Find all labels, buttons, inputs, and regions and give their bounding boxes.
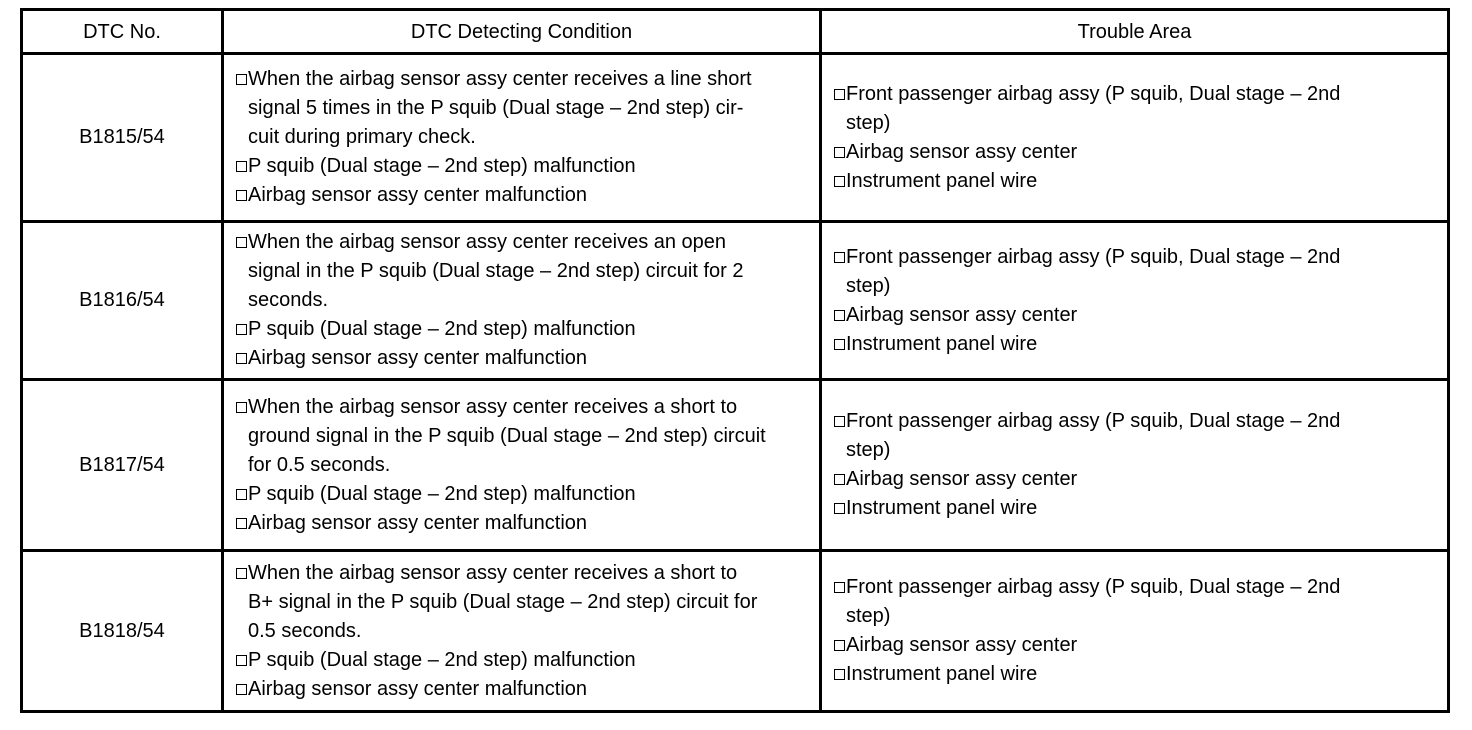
dtc-no-cell: B1815/54 (23, 55, 224, 220)
table-header-row: DTC No. DTC Detecting Condition Trouble … (23, 11, 1447, 55)
square-bullet-icon (236, 488, 247, 500)
table-row: B1817/54 When the airbag sensor assy cent… (23, 381, 1447, 552)
list-item: Airbag sensor assy center malfunction (236, 509, 815, 538)
dtc-number: B1816/54 (79, 289, 165, 311)
list-item: Front passenger airbag assy (P squib, Du… (834, 573, 1443, 631)
list-item-text: Airbag sensor assy center malfunction (248, 511, 588, 534)
list-item-text: Instrument panel wire (846, 497, 1038, 519)
list-item: Instrument panel wire (834, 330, 1443, 359)
list-item: When the airbag sensor assy center recei… (236, 228, 815, 315)
list-item: Airbag sensor assy center malfunction (236, 675, 815, 704)
square-bullet-icon (834, 338, 845, 350)
square-bullet-icon (834, 88, 845, 100)
list-item: Instrument panel wire (834, 660, 1443, 689)
list-item-text: When the airbag sensor assy center recei… (248, 561, 758, 642)
list-item: Airbag sensor assy center malfunction (236, 181, 815, 210)
header-trouble-area: Trouble Area (1077, 20, 1192, 43)
trouble-area-cell: Front passenger airbag assy (P squib, Du… (822, 381, 1447, 549)
dtc-detecting-condition-cell: When the airbag sensor assy center recei… (224, 55, 822, 220)
square-bullet-icon (834, 503, 845, 514)
square-bullet-icon (834, 146, 845, 158)
table-row: B1818/54 When the airbag sensor assy cent… (23, 552, 1447, 710)
list-item-text: Instrument panel wire (846, 663, 1038, 685)
list-item-text: Instrument panel wire (846, 332, 1038, 355)
square-bullet-icon (834, 251, 845, 263)
list-item: Airbag sensor assy center (834, 465, 1443, 494)
dtc-number: B1817/54 (79, 453, 165, 476)
list-item-text: Airbag sensor assy center (846, 468, 1078, 490)
list-item-text: P squib (Dual stage – 2nd step) malfunct… (248, 155, 636, 177)
square-bullet-icon (236, 654, 247, 666)
list-item-text: When the airbag sensor assy center recei… (248, 68, 752, 148)
square-bullet-icon (834, 175, 845, 187)
list-item-text: Front passenger airbag assy (P squib, Du… (846, 245, 1341, 297)
list-item: Instrument panel wire (834, 494, 1443, 523)
list-item-text: P squib (Dual stage – 2nd step) malfunct… (248, 482, 636, 505)
list-item-text: P squib (Dual stage – 2nd step) malfunct… (248, 318, 636, 340)
square-bullet-icon (834, 669, 845, 680)
list-item-text: Front passenger airbag assy (P squib, Du… (846, 82, 1341, 134)
list-item-text: P squib (Dual stage – 2nd step) malfunct… (248, 648, 636, 671)
list-item: Airbag sensor assy center malfunction (236, 344, 815, 373)
header-dtc-detecting-condition: DTC Detecting Condition (224, 11, 822, 52)
trouble-area-cell: Front passenger airbag assy (P squib, Du… (822, 552, 1447, 710)
list-item-text: Front passenger airbag assy (P squib, Du… (846, 576, 1341, 627)
list-item: Airbag sensor assy center (834, 631, 1443, 660)
square-bullet-icon (834, 309, 845, 321)
trouble-area-cell: Front passenger airbag assy (P squib, Du… (822, 223, 1447, 378)
list-item: P squib (Dual stage – 2nd step) malfunct… (236, 480, 815, 509)
dtc-number: B1818/54 (79, 619, 165, 642)
list-item: When the airbag sensor assy center recei… (236, 65, 815, 152)
square-bullet-icon (236, 237, 247, 248)
list-item: Front passenger airbag assy (P squib, Du… (834, 243, 1443, 301)
table-row: B1815/54 When the airbag sensor assy cent… (23, 55, 1447, 223)
square-bullet-icon (236, 353, 247, 364)
list-item: P squib (Dual stage – 2nd step) malfunct… (236, 646, 815, 675)
list-item-text: Airbag sensor assy center (846, 303, 1078, 326)
list-item: Instrument panel wire (834, 167, 1443, 196)
list-item-text: Instrument panel wire (846, 169, 1038, 192)
dtc-detecting-condition-cell: When the airbag sensor assy center recei… (224, 223, 822, 378)
square-bullet-icon (834, 582, 845, 593)
list-item: P squib (Dual stage – 2nd step) malfunct… (236, 152, 815, 181)
dtc-detecting-condition-cell: When the airbag sensor assy center recei… (224, 381, 822, 549)
square-bullet-icon (236, 401, 247, 413)
square-bullet-icon (236, 74, 247, 85)
list-item: When the airbag sensor assy center recei… (236, 393, 815, 480)
list-item: Airbag sensor assy center (834, 138, 1443, 167)
square-bullet-icon (236, 161, 247, 172)
square-bullet-icon (236, 324, 247, 335)
square-bullet-icon (236, 190, 247, 201)
square-bullet-icon (834, 640, 845, 651)
dtc-no-cell: B1818/54 (23, 552, 224, 710)
list-item: Front passenger airbag assy (P squib, Du… (834, 80, 1443, 138)
square-bullet-icon (834, 474, 845, 485)
square-bullet-icon (834, 416, 845, 427)
header-dtc-no: DTC No. (23, 11, 224, 52)
square-bullet-icon (236, 683, 247, 695)
list-item-text: Airbag sensor assy center (846, 140, 1078, 163)
list-item-text: When the airbag sensor assy center recei… (248, 395, 766, 476)
dtc-number: B1815/54 (79, 126, 165, 148)
list-item: Front passenger airbag assy (P squib, Du… (834, 407, 1443, 465)
list-item-text: Airbag sensor assy center (846, 634, 1078, 656)
dtc-no-cell: B1816/54 (23, 223, 224, 378)
list-item-text: Front passenger airbag assy (P squib, Du… (846, 410, 1341, 461)
dtc-no-cell: B1817/54 (23, 381, 224, 549)
list-item-text: Airbag sensor assy center malfunction (248, 347, 588, 369)
square-bullet-icon (236, 517, 247, 529)
list-item: Airbag sensor assy center (834, 301, 1443, 330)
list-item-text: Airbag sensor assy center malfunction (248, 677, 588, 700)
dtc-detecting-condition-cell: When the airbag sensor assy center recei… (224, 552, 822, 710)
square-bullet-icon (236, 567, 247, 579)
list-item-text: Airbag sensor assy center malfunction (248, 184, 588, 206)
list-item: P squib (Dual stage – 2nd step) malfunct… (236, 315, 815, 344)
list-item: When the airbag sensor assy center recei… (236, 559, 815, 646)
dtc-table: DTC No. DTC Detecting Condition Trouble … (20, 8, 1450, 713)
table-row: B1816/54 When the airbag sensor assy cent… (23, 223, 1447, 381)
list-item-text: When the airbag sensor assy center recei… (248, 231, 744, 311)
trouble-area-cell: Front passenger airbag assy (P squib, Du… (822, 55, 1447, 220)
